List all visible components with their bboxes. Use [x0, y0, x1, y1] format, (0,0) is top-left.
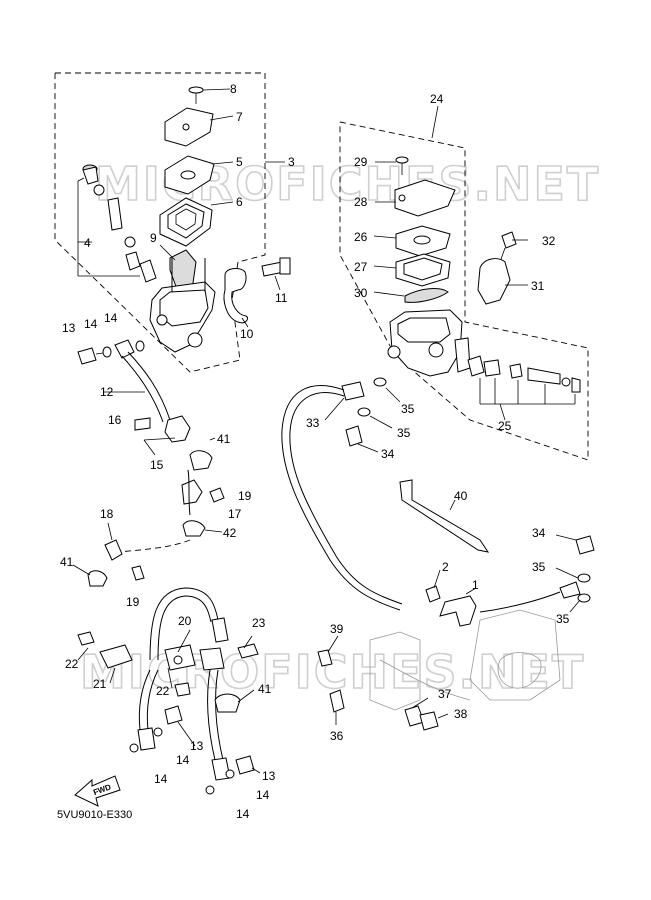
callout-13-a: 13 — [62, 321, 76, 335]
callout-41-b: 41 — [60, 555, 74, 569]
cover-gasket-part-9 — [159, 244, 197, 293]
callout-33: 33 — [306, 416, 320, 430]
callout-7: 7 — [236, 110, 243, 124]
callout-40: 40 — [454, 489, 468, 503]
lower-left-hose-assembly — [77, 587, 261, 795]
callout-10: 10 — [240, 327, 254, 341]
callout-labels: 8 7 5 3 6 4 9 11 10 13 14 14 12 16 41 15… — [60, 82, 570, 821]
right-hose-assembly — [281, 377, 403, 611]
callout-2: 2 — [442, 560, 449, 574]
callout-31: 31 — [531, 279, 545, 293]
callout-1: 1 — [472, 578, 479, 592]
callout-4: 4 — [84, 236, 91, 250]
callout-11: 11 — [275, 291, 288, 305]
callout-41-c: 41 — [258, 682, 272, 696]
callout-21: 21 — [93, 677, 107, 691]
callout-5: 5 — [236, 155, 243, 169]
callout-14-c: 14 — [176, 753, 190, 767]
callout-24: 24 — [430, 92, 444, 106]
master-cylinder-boundary-right — [339, 121, 589, 461]
cable-part-40 — [399, 479, 490, 553]
diagram-code: 5VU9010-E330 — [57, 809, 132, 821]
callout-14-e: 14 — [256, 788, 270, 802]
callout-30: 30 — [354, 286, 368, 300]
callout-29: 29 — [354, 155, 368, 169]
piston-kit-part-4 — [77, 164, 157, 283]
callout-17: 17 — [228, 507, 242, 521]
callout-13-b: 13 — [190, 739, 204, 753]
callout-27: 27 — [354, 260, 368, 274]
callout-8: 8 — [230, 82, 237, 96]
master-cylinder-body-left — [149, 258, 216, 353]
callout-42: 42 — [223, 526, 237, 540]
reservoir-cover-part-7 — [164, 107, 234, 147]
callout-14-d: 14 — [154, 772, 168, 786]
callout-37: 37 — [438, 687, 452, 701]
caliper-area — [317, 534, 595, 731]
callout-6: 6 — [236, 195, 243, 209]
callout-22-b: 22 — [156, 684, 170, 698]
diaphragm-part-6 — [159, 197, 234, 247]
callout-14-b: 14 — [104, 311, 118, 325]
master-cylinder-boundary-left — [54, 72, 266, 373]
callout-9: 9 — [150, 231, 157, 245]
callout-16: 16 — [108, 413, 122, 427]
callout-3: 3 — [288, 155, 295, 169]
callout-34-a: 34 — [381, 447, 395, 461]
callout-18: 18 — [100, 507, 114, 521]
callout-25: 25 — [498, 419, 512, 433]
master-cylinder-holder-part-10 — [223, 267, 249, 328]
callout-22-a: 22 — [65, 657, 79, 671]
callout-38: 38 — [454, 707, 468, 721]
union-bolt-part-13 — [77, 347, 97, 365]
bolt-part-11 — [261, 257, 291, 291]
screw-part-8 — [188, 86, 231, 104]
callout-13-c: 13 — [262, 769, 276, 783]
callout-41-a: 41 — [217, 432, 231, 446]
callout-32: 32 — [542, 234, 556, 248]
callout-36: 36 — [330, 729, 344, 743]
callout-12: 12 — [100, 385, 114, 399]
callout-26: 26 — [354, 230, 368, 244]
left-master-cylinder-group — [77, 86, 291, 353]
diaphragm-plate-part-5 — [164, 155, 234, 195]
callout-14-f: 14 — [236, 807, 250, 821]
callout-35-a: 35 — [401, 402, 415, 416]
callout-15: 15 — [150, 458, 164, 472]
callout-14-a: 14 — [84, 317, 98, 331]
watermark-bottom: MICROFICHES.NET — [80, 645, 585, 699]
callout-39: 39 — [330, 622, 344, 636]
callout-28: 28 — [354, 195, 368, 209]
callout-35-b: 35 — [397, 426, 411, 440]
callout-35-d: 35 — [556, 612, 570, 626]
fwd-arrow: FWD — [74, 775, 121, 807]
right-master-cylinder-group — [373, 105, 581, 421]
callout-19-b: 19 — [126, 595, 140, 609]
callout-35-c: 35 — [532, 560, 546, 574]
left-hose-assembly — [72, 339, 225, 587]
callout-20: 20 — [178, 614, 192, 628]
callout-34-b: 34 — [532, 526, 546, 540]
callout-23: 23 — [252, 616, 266, 630]
callout-19-a: 19 — [238, 489, 252, 503]
